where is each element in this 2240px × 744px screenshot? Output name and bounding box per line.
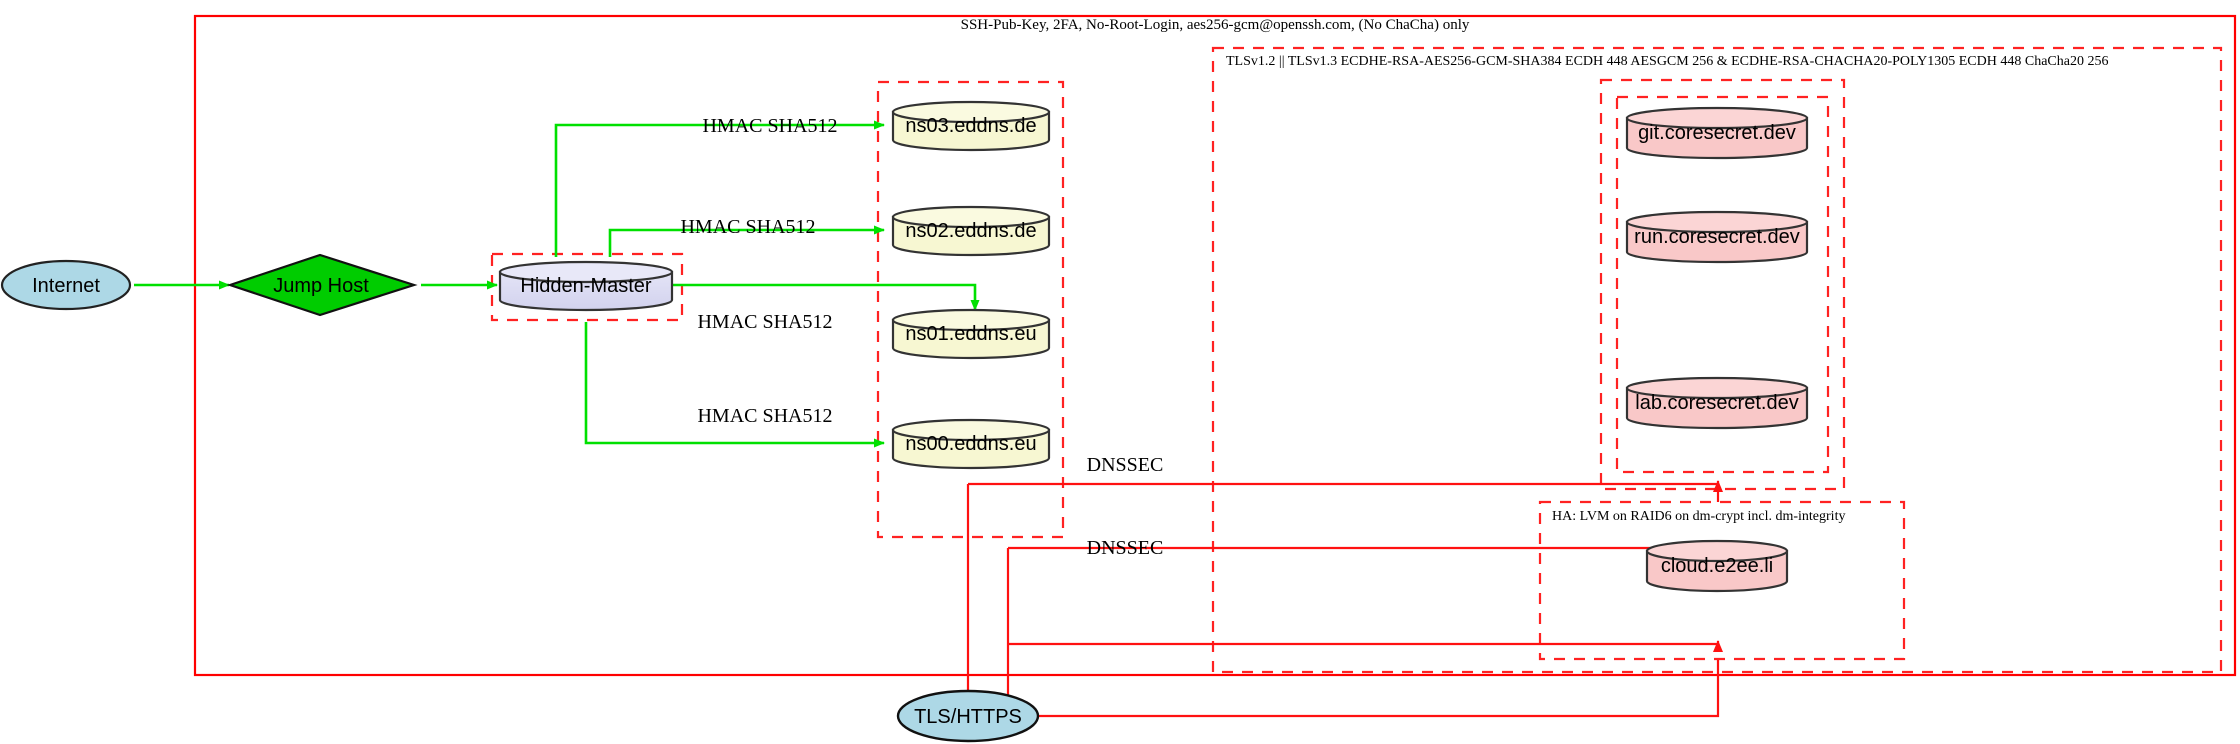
cluster-coresecret-inner-boundary: [1615, 95, 1830, 474]
node-cloud-e2ee-label: cloud.e2ee.li: [1661, 555, 1773, 577]
cluster-hidden-master-boundary: [490, 252, 684, 322]
node-internet-label: Internet: [32, 275, 100, 297]
node-cloud-e2ee[interactable]: cloud.e2ee.li: [1645, 539, 1789, 593]
node-ns00-label: ns00.eddns.eu: [905, 433, 1036, 455]
node-git-coresecret-label: git.coresecret.dev: [1638, 122, 1796, 144]
node-git-coresecret[interactable]: git.coresecret.dev: [1625, 106, 1809, 160]
node-run-coresecret[interactable]: run.coresecret.dev: [1625, 210, 1809, 264]
node-run-coresecret-label: run.coresecret.dev: [1634, 226, 1800, 248]
node-ns00[interactable]: ns00.eddns.eu: [891, 418, 1051, 470]
node-lab-coresecret-label: lab.coresecret.dev: [1635, 392, 1798, 414]
node-jump-host[interactable]: Jump Host: [226, 253, 418, 317]
cluster-ha-label: HA: LVM on RAID6 on dm-crypt incl. dm-in…: [1552, 509, 1845, 524]
node-ns01[interactable]: ns01.eddns.eu: [891, 308, 1051, 360]
node-hidden-master-label: Hidden-Master: [520, 275, 652, 297]
node-ns02-label: ns02.eddns.de: [905, 220, 1036, 242]
node-internet[interactable]: Internet: [0, 259, 132, 311]
node-tls-https[interactable]: TLS/HTTPS: [896, 689, 1040, 743]
edge-tls-https-right: [1038, 660, 1720, 718]
edge-hiddenmaster-to-ns02: [608, 225, 885, 257]
cluster-tls-label: TLSv1.2 || TLSv1.3 ECDHE-RSA-AES256-GCM-…: [1226, 54, 2108, 69]
edge-label-hmac-ns03: HMAC SHA512: [702, 115, 837, 137]
edge-label-dnssec-lower: DNSSEC: [1087, 537, 1164, 559]
edge-label-hmac-ns02: HMAC SHA512: [680, 216, 815, 238]
edge-hiddenmaster-to-ns00: [584, 322, 885, 448]
node-ns03[interactable]: ns03.eddns.de: [891, 100, 1051, 152]
node-tls-https-label: TLS/HTTPS: [914, 706, 1022, 728]
edge-dnssec-upper: [968, 480, 1723, 492]
cluster-ssh-label: SSH-Pub-Key, 2FA, No-Root-Login, aes256-…: [961, 17, 1470, 33]
node-hidden-master[interactable]: Hidden-Master: [498, 260, 674, 312]
node-ns02[interactable]: ns02.eddns.de: [891, 205, 1051, 257]
cluster-ha-boundary: [1538, 500, 1906, 661]
node-ns01-label: ns01.eddns.eu: [905, 323, 1036, 345]
edge-tls-to-ha: [1008, 640, 1723, 652]
cluster-tls-boundary: [1211, 46, 2223, 674]
edge-label-dnssec-upper: DNSSEC: [1087, 454, 1164, 476]
edge-label-hmac-ns01: HMAC SHA512: [697, 311, 832, 333]
edge-hiddenmaster-to-ns03: [554, 120, 885, 257]
edge-hiddenmaster-to-ns01: [672, 283, 980, 311]
edge-label-hmac-ns00: HMAC SHA512: [697, 405, 832, 427]
cluster-ssh-boundary: [193, 14, 2237, 677]
node-jump-host-label: Jump Host: [273, 275, 369, 297]
node-ns03-label: ns03.eddns.de: [905, 115, 1036, 137]
node-lab-coresecret[interactable]: lab.coresecret.dev: [1625, 376, 1809, 430]
cluster-coresecret-boundary: [1599, 78, 1846, 491]
